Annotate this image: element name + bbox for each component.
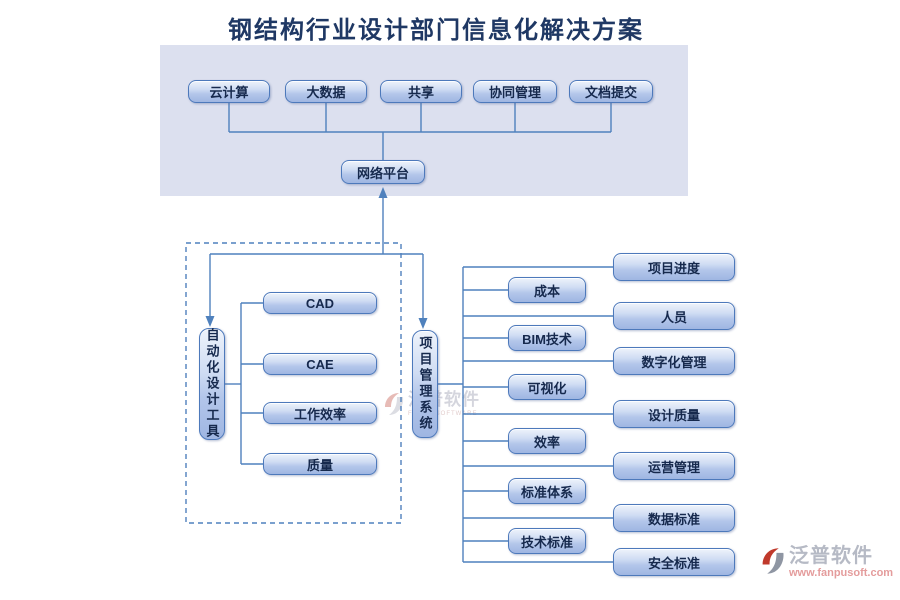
page-title: 钢结构行业设计部门信息化解决方案 <box>228 17 644 44</box>
watermark-brand-text: 泛普软件 <box>789 545 873 567</box>
watermark-sub-text: FANPU SOFTWARE <box>408 411 478 417</box>
node-quality: 质量 <box>263 453 377 475</box>
node-safety-standard: 安全标准 <box>613 548 735 576</box>
node-collaborative-management: 协同管理 <box>473 80 557 103</box>
watermark-url-text: www.fanpusoft.com <box>789 567 894 579</box>
node-automated-design-tools: 自动化设计工具 <box>199 328 225 440</box>
node-network-platform: 网络平台 <box>341 160 425 184</box>
node-cloud-computing: 云计算 <box>188 80 270 103</box>
node-data-standard: 数据标准 <box>613 504 735 532</box>
node-work-efficiency: 工作效率 <box>263 402 377 424</box>
node-design-quality: 设计质量 <box>613 400 735 428</box>
node-project-management-system: 项目管理系统 <box>412 330 438 438</box>
node-efficiency: 效率 <box>508 428 586 454</box>
node-personnel: 人员 <box>613 302 735 330</box>
fanpu-logo-icon <box>385 393 404 415</box>
node-document-submission: 文档提交 <box>569 80 653 103</box>
watermark-corner: 泛普软件 www.fanpusoft.com <box>760 546 893 579</box>
node-big-data: 大数据 <box>285 80 367 103</box>
node-cad: CAD <box>263 292 377 314</box>
node-bim-technology: BIM技术 <box>508 325 586 351</box>
node-sharing: 共享 <box>380 80 462 103</box>
arrowheads <box>205 187 428 329</box>
node-project-progress: 项目进度 <box>613 253 735 281</box>
node-operations-management: 运营管理 <box>613 452 735 480</box>
node-cost: 成本 <box>508 277 586 303</box>
node-technical-standard: 技术标准 <box>508 528 586 554</box>
node-cae: CAE <box>263 353 377 375</box>
node-digital-management: 数字化管理 <box>613 347 735 375</box>
node-visualization: 可视化 <box>508 374 586 400</box>
fanpu-logo-icon <box>762 548 784 574</box>
node-standard-system: 标准体系 <box>508 478 586 504</box>
